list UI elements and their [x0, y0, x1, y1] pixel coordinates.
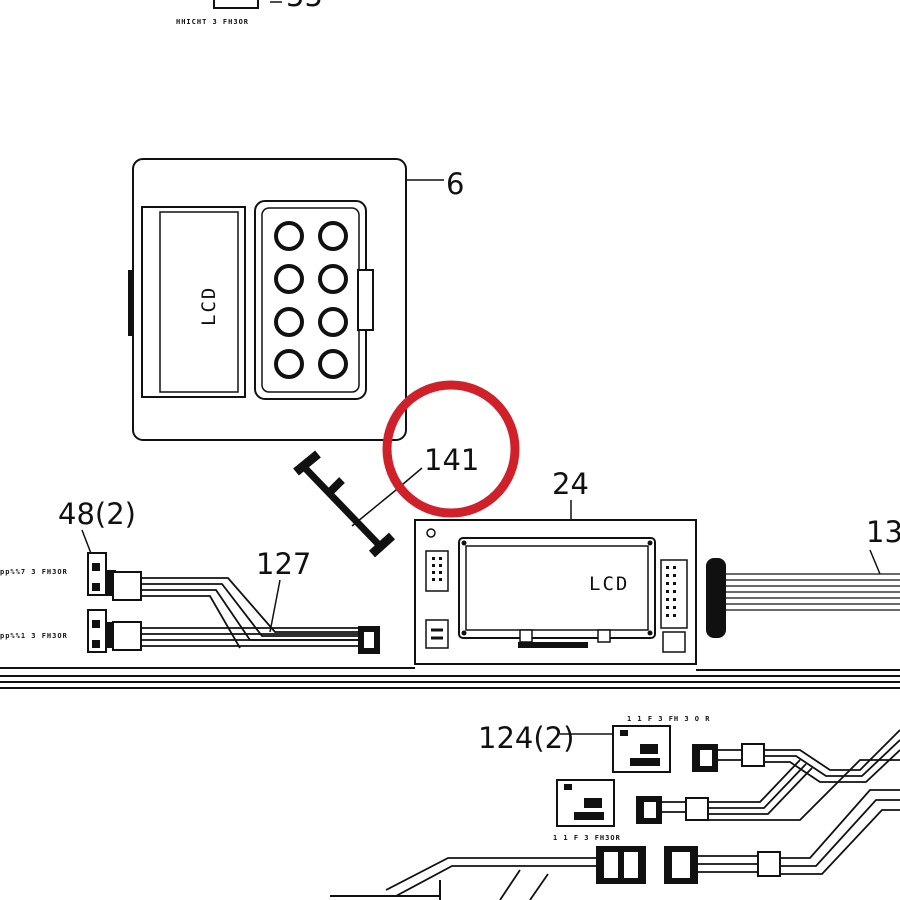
- top-partial-part: 55 HHICHT 3 FH3OR: [176, 0, 323, 26]
- sensor-a-label: pp%%7 3 FH3OR: [0, 568, 68, 576]
- highlight-circle: [382, 380, 520, 518]
- sensor-b-label: pp%%1 3 FH3OR: [0, 632, 68, 640]
- sensor-c-label: 1 1 F 3 FH 3 O R: [627, 715, 710, 723]
- module-lcd-label: LCD: [198, 286, 220, 326]
- callout-124: 124(2): [478, 721, 574, 755]
- callout-48: 48(2): [58, 497, 136, 531]
- callout-24: 24: [552, 467, 589, 501]
- sensor-harness-127: 48(2) pp%%7 3 FH3OR pp%%1 3 FH3OR 127: [0, 497, 380, 654]
- cable-141: 141: [293, 443, 479, 558]
- callout-13: 13: [866, 515, 900, 549]
- lcd-control-module: LCD 6: [128, 158, 464, 441]
- lcd-display-board: 24 LCD: [414, 467, 697, 665]
- sensor-d-label: 1 1 F 3 FH3OR: [553, 834, 621, 842]
- keypad-buttons: [274, 221, 348, 379]
- board-lcd-label: LCD: [589, 573, 629, 595]
- ribbon-cable-13: 13: [706, 515, 900, 638]
- callout-127: 127: [256, 547, 311, 581]
- callout-141: 141: [424, 443, 479, 477]
- sensor-boards-124: 124(2) 1 1 F 3 FH 3 O R 1 1 F 3 FH3OR: [330, 715, 900, 900]
- callout-55: 55: [286, 0, 323, 13]
- top-sensor-label: HHICHT 3 FH3OR: [176, 18, 249, 26]
- main-harness-bundle: [0, 667, 900, 689]
- callout-6: 6: [446, 167, 464, 201]
